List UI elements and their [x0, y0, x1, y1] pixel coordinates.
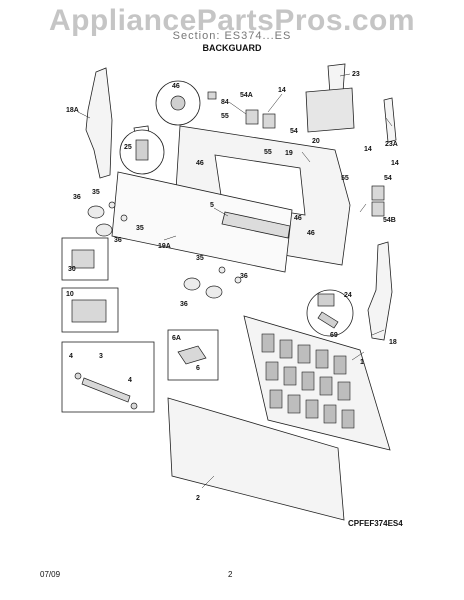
callout-2: 2 [196, 495, 200, 502]
back-panel-vents [261, 333, 355, 429]
part-54-switch-right [371, 185, 385, 201]
part-18-bracket [367, 241, 393, 341]
part-2-rail [167, 397, 345, 521]
callout-55-mid: 55 [264, 149, 272, 156]
callout-19: 19 [285, 150, 293, 157]
part-18a-bracket [85, 67, 113, 179]
callout-18a: 18A [66, 107, 79, 114]
callout-14-right2: 14 [391, 160, 399, 167]
callout-35a: 35 [92, 189, 100, 196]
diagram-code: CPFEF374ES4 [348, 519, 403, 528]
washer-35d [234, 276, 242, 284]
callout-84: 84 [221, 99, 229, 106]
callout-18: 18 [389, 339, 397, 346]
callout-46: 46 [172, 83, 180, 90]
header-title: BACKGUARD [202, 43, 262, 53]
watermark: AppliancePartsPros.com [48, 4, 416, 37]
callout-30: 30 [68, 266, 76, 273]
callout-6a: 6A [172, 335, 181, 342]
washer-35c [218, 266, 226, 274]
callout-54b: 54B [383, 217, 396, 224]
footer-date: 07/09 [40, 570, 61, 579]
knob-36d [205, 285, 223, 299]
callout-1: 1 [360, 359, 364, 366]
callout-69: 69 [330, 332, 338, 339]
knob-36c [183, 277, 201, 291]
callout-46-mid: 46 [196, 160, 204, 167]
callout-4b: 4 [128, 377, 132, 384]
callout-19a: 19A [158, 243, 171, 250]
callout-54: 54 [290, 128, 298, 135]
callout-4a: 4 [69, 353, 73, 360]
callout-23: 23 [352, 71, 360, 78]
callout-36d: 36 [180, 301, 188, 308]
part-5-trim [221, 211, 291, 239]
callout-6: 6 [196, 365, 200, 372]
part-19a-overlay [111, 171, 293, 273]
part-54-switch [262, 113, 276, 129]
part-54b-switch [371, 201, 385, 217]
part-84-clip [207, 91, 217, 100]
callout-35b: 35 [136, 225, 144, 232]
callout-36b: 36 [114, 237, 122, 244]
part-20-control-board [305, 87, 355, 133]
callout-25: 25 [124, 144, 132, 151]
part-23a-bracket [383, 97, 397, 143]
callout-36c: 36 [240, 273, 248, 280]
washer-35a [108, 201, 116, 209]
washer-35b [120, 214, 128, 222]
callout-20: 20 [312, 138, 320, 145]
knob-36b [95, 223, 113, 237]
callout-46b: 46 [294, 215, 302, 222]
header-model: Section: ES374...ES [172, 30, 292, 42]
callout-5: 5 [210, 202, 214, 209]
callout-54a: 54A [240, 92, 253, 99]
footer-page: 2 [228, 570, 233, 579]
callout-10: 10 [66, 291, 74, 298]
part-54a-switch [245, 109, 259, 125]
knob-36a [87, 205, 105, 219]
callout-55-right: 55 [341, 175, 349, 182]
callout-14-right: 14 [364, 146, 372, 153]
callout-54-right: 54 [384, 175, 392, 182]
callout-36a: 36 [73, 194, 81, 201]
callout-3: 3 [99, 353, 103, 360]
callout-23a: 23A [385, 141, 398, 148]
callout-46c: 46 [307, 230, 315, 237]
callout-35c: 35 [196, 255, 204, 262]
callout-24: 24 [344, 292, 352, 299]
callout-55: 55 [221, 113, 229, 120]
callout-14: 14 [278, 87, 286, 94]
